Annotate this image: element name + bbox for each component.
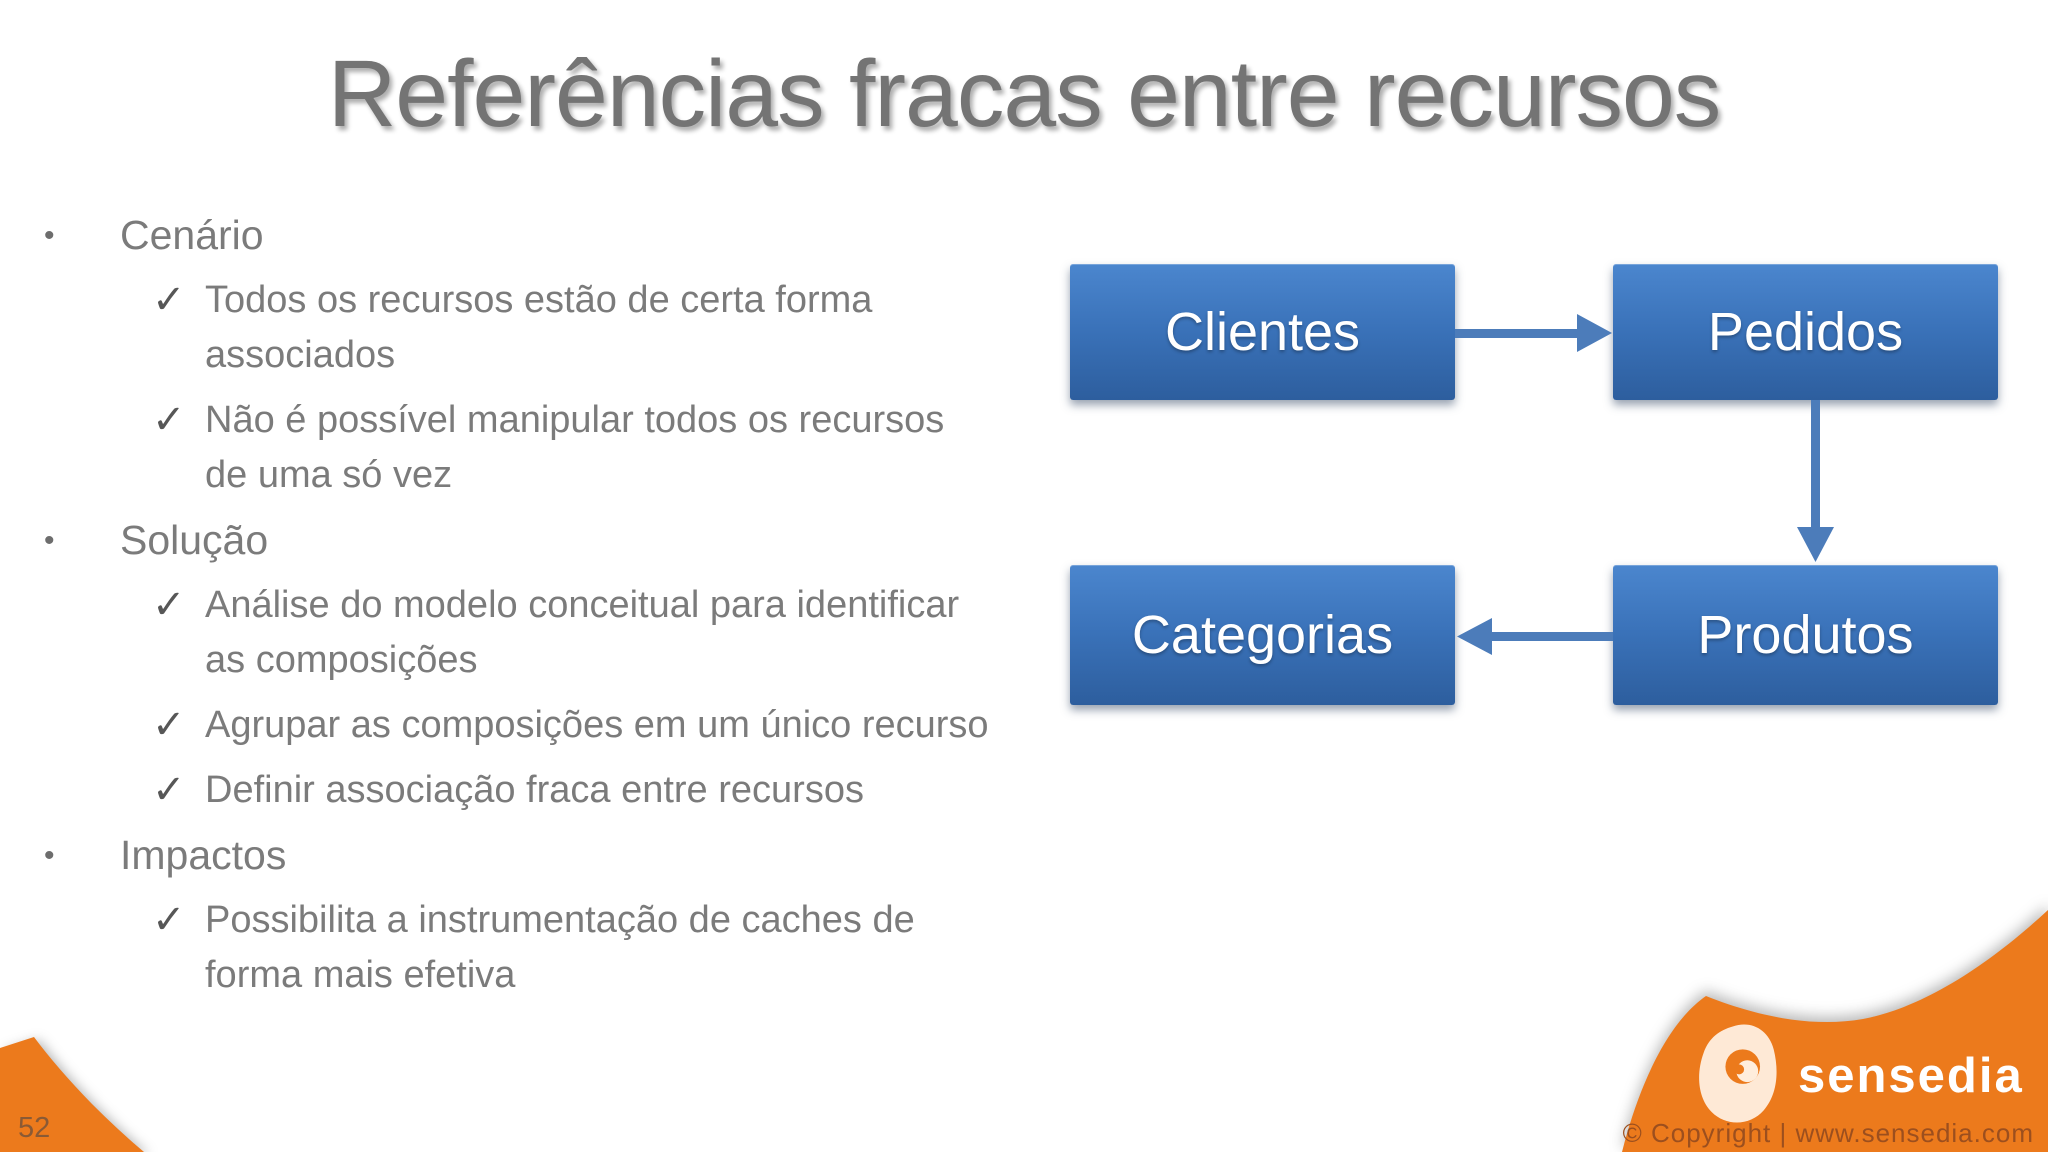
list-item-label: Solução — [120, 517, 269, 563]
check-icon: ✓ — [152, 768, 186, 812]
diagram-node-clientes: Clientes — [1070, 264, 1455, 400]
bullet-icon: • — [44, 839, 55, 872]
diagram-node-pedidos: Pedidos — [1613, 264, 1998, 400]
list-item-text: Análise do modelo conceitual para identi… — [205, 584, 960, 681]
sensedia-logo-icon — [1699, 1024, 1777, 1123]
bullet-icon: • — [44, 219, 55, 252]
check-icon: ✓ — [152, 703, 186, 747]
check-icon: ✓ — [152, 278, 186, 322]
list-item-label: Cenário — [120, 212, 264, 258]
check-icon: ✓ — [152, 898, 186, 942]
footer-right-swoosh — [1622, 910, 2048, 1152]
list-item: ✓ Todos os recursos estão de certa forma… — [152, 273, 1054, 383]
arrow-produtos-to-categorias — [1457, 618, 1613, 655]
check-icon: ✓ — [152, 583, 186, 627]
list-item-text: Agrupar as composições em um único recur… — [205, 704, 989, 746]
list-item-label: Impactos — [120, 832, 287, 878]
node-label: Categorias — [1131, 605, 1394, 665]
check-icon: ✓ — [152, 398, 186, 442]
sensedia-wordmark: sensedia — [1798, 1049, 2024, 1103]
list-item: • Impactos — [44, 828, 1054, 883]
list-item: ✓ Definir associação fraca entre recurso… — [152, 763, 1054, 818]
list-item-text: Possibilita a instrumentação de caches d… — [205, 899, 915, 996]
list-item-text: Todos os recursos estão de certa forma a… — [205, 279, 873, 376]
node-label: Pedidos — [1707, 302, 1904, 362]
node-label: Clientes — [1164, 302, 1361, 362]
bullet-list: • Cenário ✓ Todos os recursos estão de c… — [44, 208, 1054, 1003]
page-number: 52 — [18, 1112, 51, 1144]
list-item: ✓ Análise do modelo conceitual para iden… — [152, 578, 1054, 688]
list-item-text: Não é possível manipular todos os recurs… — [205, 399, 945, 496]
diagram-node-categorias: Categorias — [1070, 565, 1455, 705]
node-label: Produtos — [1697, 605, 1914, 665]
list-item: • Cenário — [44, 208, 1054, 263]
footer-left-wedge — [0, 1037, 144, 1152]
list-item: ✓ Não é possível manipular todos os recu… — [152, 393, 1054, 503]
arrow-clientes-to-pedidos — [1455, 314, 1612, 352]
list-item: • Solução — [44, 513, 1054, 568]
copyright-text: © Copyright | www.sensedia.com — [1622, 1118, 2034, 1148]
diagram-node-produtos: Produtos — [1613, 565, 1998, 705]
arrow-pedidos-to-produtos — [1797, 400, 1834, 562]
list-item: ✓ Possibilita a instrumentação de caches… — [152, 893, 1054, 1003]
list-item: ✓ Agrupar as composições em um único rec… — [152, 698, 1054, 753]
bullet-icon: • — [44, 524, 55, 557]
list-item-text: Definir associação fraca entre recursos — [205, 769, 864, 811]
slide-title: Referências fracas entre recursos — [327, 41, 1722, 147]
